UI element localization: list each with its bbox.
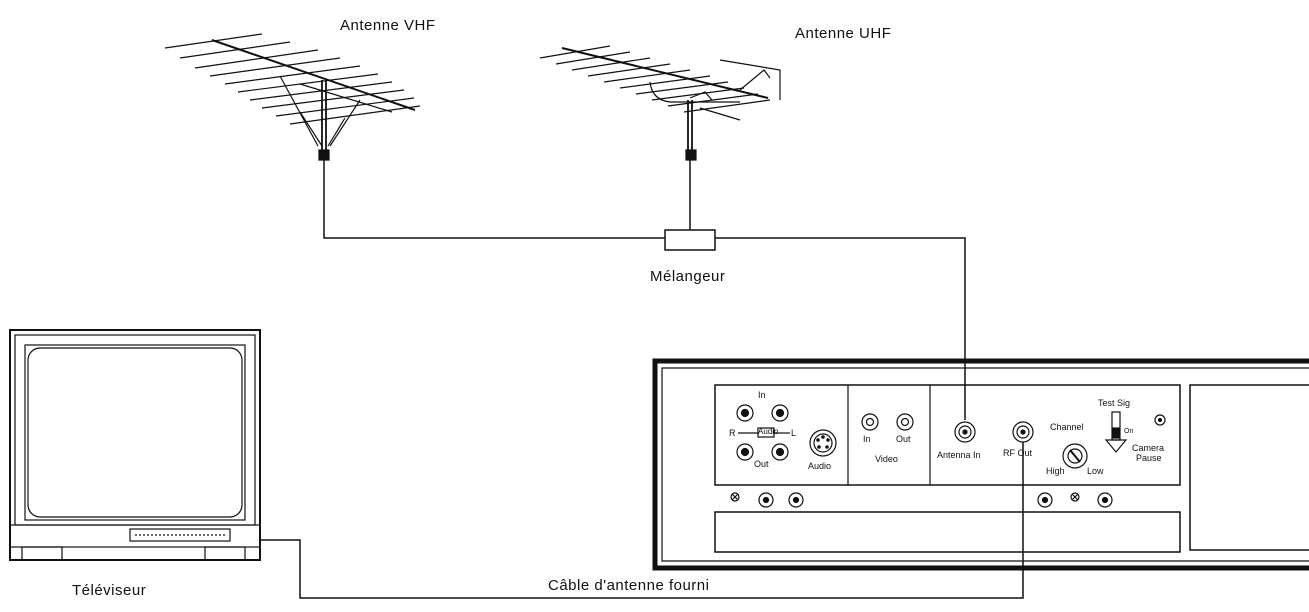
tv-label: Téléviseur <box>72 582 147 599</box>
low-label: Low <box>1087 466 1104 476</box>
channel-label: Channel <box>1050 422 1084 432</box>
vhf-cable <box>323 176 665 239</box>
audio-in-label: In <box>758 390 766 400</box>
audio-r-label: R <box>729 428 736 438</box>
test-sig-label: Test Sig <box>1098 398 1131 408</box>
audio-l-label: L <box>791 428 797 438</box>
on-label: On <box>1124 428 1134 435</box>
mixer-label: Mélangeur <box>650 268 726 285</box>
video-out-label: Out <box>896 434 911 444</box>
video-in-label: In <box>863 434 871 444</box>
tv-icon <box>9 329 261 561</box>
audio-section-label: Audio <box>758 427 779 436</box>
antenna-in-cable <box>715 237 966 420</box>
cable-label: Câble d'antenne fourni <box>548 577 710 594</box>
vhf-antenna-label: Antenne VHF <box>340 17 436 34</box>
antenna-in-label: Antenna In <box>937 450 981 460</box>
vcr-rear-panel <box>652 358 1309 571</box>
audio-din-label: Audio <box>808 461 832 471</box>
video-section-label: Video <box>875 454 898 464</box>
uhf-antenna-icon <box>539 45 781 230</box>
pause-label: Pause <box>1136 453 1162 463</box>
vhf-antenna-icon <box>164 33 421 176</box>
mixer-icon <box>664 229 716 251</box>
high-label: High <box>1046 466 1065 476</box>
uhf-antenna-label: Antenne UHF <box>795 25 892 42</box>
supplied-antenna-cable <box>260 442 1024 599</box>
rf-out-label: RF Out <box>1003 448 1033 458</box>
audio-out-label: Out <box>754 459 769 469</box>
camera-label: Camera <box>1132 443 1165 453</box>
